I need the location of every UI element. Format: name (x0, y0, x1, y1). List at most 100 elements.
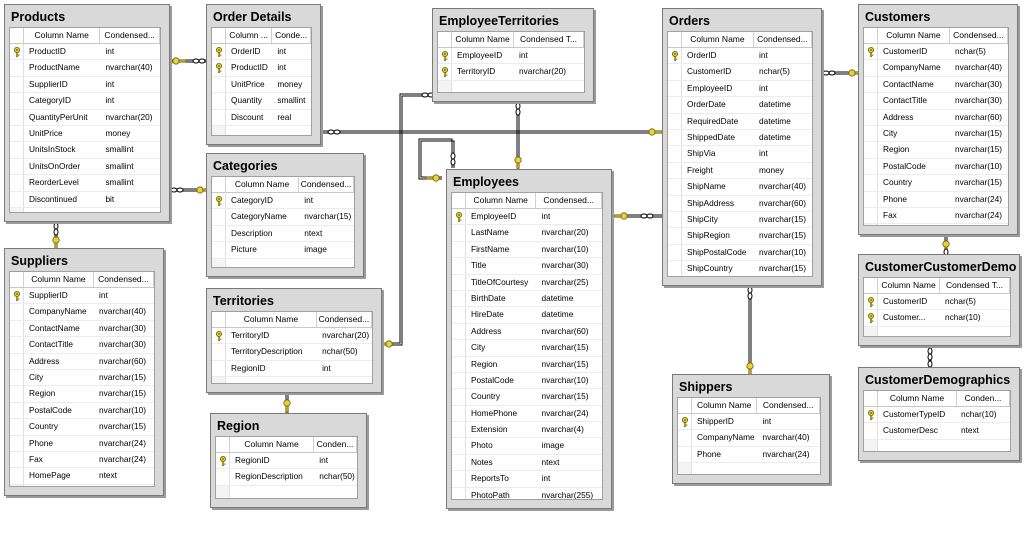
empty-row[interactable] (10, 484, 154, 486)
table-customer-customer-demo[interactable]: CustomerCustomerDemo Column Name Condens… (858, 254, 1020, 346)
empty-row[interactable] (864, 326, 1010, 336)
table-employees[interactable]: Employees Column Name Condensed... Emplo… (446, 169, 612, 509)
empty-row[interactable] (864, 439, 1010, 451)
table-customers[interactable]: Customers Column Name Condensed... Custo… (858, 4, 1018, 235)
empty-row[interactable] (864, 224, 1008, 225)
table-shippers[interactable]: Shippers Column Name Condensed... Shippe… (672, 374, 830, 484)
empty-row[interactable] (216, 485, 357, 498)
table-order-details[interactable]: Order Details Column ... Conde... OrderI… (206, 4, 321, 145)
table-customer-demographics[interactable]: CustomerDemographics Column Name Conden.… (858, 367, 1020, 461)
empty-row[interactable] (212, 377, 372, 383)
table-products[interactable]: Products Column Name Condensed... Produc… (4, 4, 170, 222)
empty-row[interactable] (438, 80, 584, 92)
table-suppliers[interactable]: Suppliers Column Name Condensed... Suppl… (4, 248, 164, 496)
empty-row[interactable] (212, 258, 354, 267)
table-employee-territories[interactable]: EmployeeTerritories Column Name Condense… (432, 8, 594, 102)
